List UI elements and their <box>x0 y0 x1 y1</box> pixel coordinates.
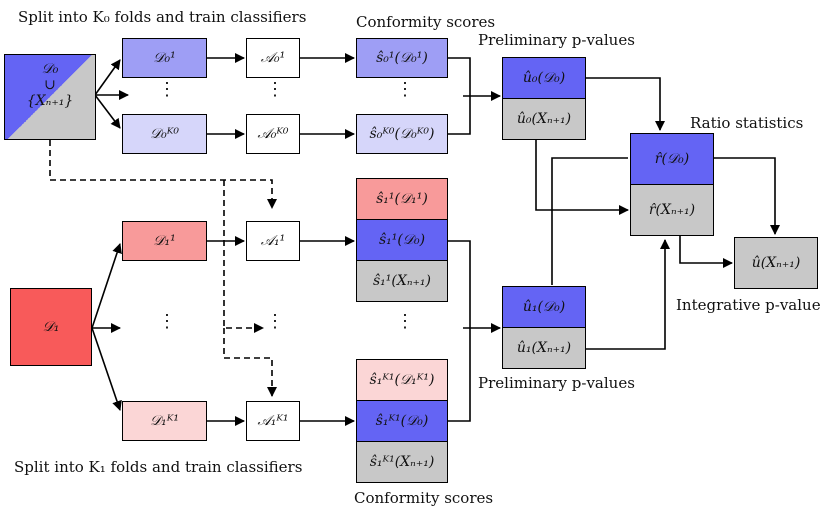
r-d0-box: r̂(𝒟₀) <box>630 133 714 185</box>
label-prelim-top: Preliminary p-values <box>478 31 635 49</box>
d1-box: 𝒟₁ <box>10 288 92 366</box>
label-prelim-bottom: Preliminary p-values <box>478 374 635 392</box>
a0-1-box: 𝒜₀¹ <box>246 38 300 78</box>
arrow-d1-fold1 <box>91 243 122 329</box>
u0-d0-box: û₀(𝒟₀) <box>502 57 586 99</box>
s1-1-x-box: ŝ₁¹(Xₙ₊₁) <box>356 260 448 302</box>
label-conformity-top: Conformity scores <box>356 13 496 31</box>
ellipsis-s1: ⋮ <box>396 311 414 332</box>
ellipsis-s0: ⋮ <box>396 79 414 100</box>
u-x-box: û(Xₙ₊₁) <box>734 237 818 289</box>
s1-k-d1-box: ŝ₁ᴷ¹(𝒟₁ᴷ¹) <box>356 359 448 401</box>
arrow-u0x-rx <box>535 140 629 215</box>
bracket-s1 <box>448 240 471 422</box>
s0-k-box: ŝ₀ᴷ⁰(𝒟₀ᴷ⁰) <box>356 114 448 154</box>
line-u1-up <box>551 157 628 285</box>
s1-k-x-box: ŝ₁ᴷ¹(Xₙ₊₁) <box>356 441 448 483</box>
a0-k-box: 𝒜₀ᴷ⁰ <box>246 114 300 154</box>
u1-d0-box: û₁(𝒟₀) <box>502 286 586 328</box>
arrow-d1-foldk <box>91 327 122 411</box>
dashed-d0-mid <box>223 180 264 333</box>
dashed-d0-a11 <box>49 140 277 209</box>
a1-1-box: 𝒜₁¹ <box>246 221 300 261</box>
s0-1-box: ŝ₀¹(𝒟₀¹) <box>356 38 448 78</box>
label-ratio: Ratio statistics <box>690 114 804 132</box>
d0-fold-k-box: 𝒟₀ᴷ⁰ <box>122 114 207 154</box>
d0-fold-1-box: 𝒟₀¹ <box>122 38 207 78</box>
u1-x-box: û₁(Xₙ₊₁) <box>502 327 586 369</box>
arrow-d0-fold1 <box>94 59 121 96</box>
d0-union-bottom: {Xₙ₊₁} <box>26 93 74 109</box>
d1-fold-k-box: 𝒟₁ᴷ¹ <box>122 401 207 441</box>
u0-x-box: û₀(Xₙ₊₁) <box>502 98 586 140</box>
arrow-u0-r <box>586 77 665 131</box>
d0-union-top: 𝒟₀ <box>41 61 59 77</box>
ellipsis-a1: ⋮ <box>266 311 284 332</box>
arrow-rx-ux <box>679 236 733 268</box>
ellipsis-d0-folds: ⋮ <box>158 79 176 100</box>
s1-k-d0-box: ŝ₁ᴷ¹(𝒟₀) <box>356 400 448 442</box>
s1-1-d0-box: ŝ₁¹(𝒟₀) <box>356 219 448 261</box>
d0-union-cup: ∪ <box>44 77 56 93</box>
arrow-u1x-rx <box>586 239 670 350</box>
arrow-r-u <box>714 157 780 235</box>
d1-fold-1-box: 𝒟₁¹ <box>122 221 207 261</box>
label-integrative: Integrative p-value <box>676 296 821 314</box>
r-x-box: r̂(Xₙ₊₁) <box>630 184 714 236</box>
label-split-k0: Split into K₀ folds and train classifier… <box>18 8 307 26</box>
s1-1-d1-box: ŝ₁¹(𝒟₁¹) <box>356 178 448 220</box>
a1-k-box: 𝒜₁ᴷ¹ <box>246 401 300 441</box>
ellipsis-a0: ⋮ <box>266 79 284 100</box>
d0-union-box: 𝒟₀ ∪ {Xₙ₊₁} <box>4 54 96 140</box>
label-conformity-bottom: Conformity scores <box>354 489 494 507</box>
dashed-d0-a1k <box>223 328 277 397</box>
ellipsis-d1-folds: ⋮ <box>158 311 176 332</box>
label-split-k1: Split into K₁ folds and train classifier… <box>14 458 303 476</box>
arrow-d0-foldk <box>94 94 121 129</box>
